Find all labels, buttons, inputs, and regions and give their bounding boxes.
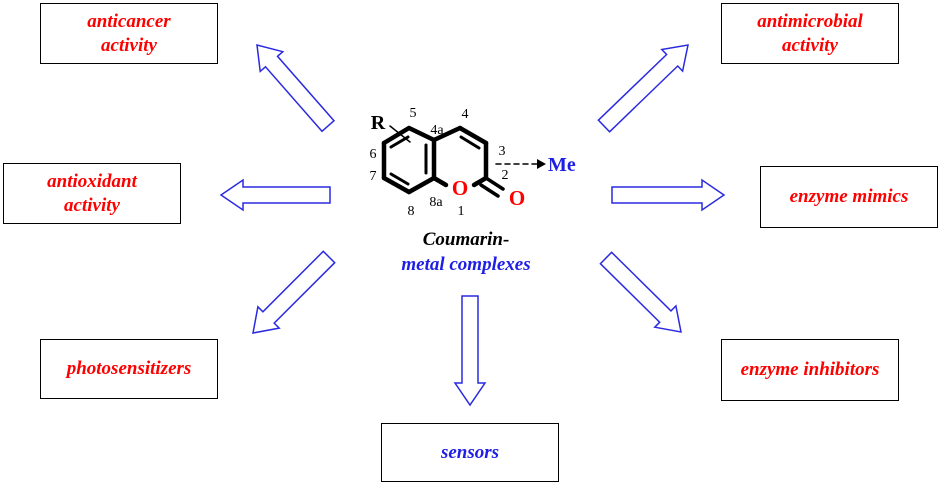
label-photosensitizers: photosensitizers	[66, 358, 192, 379]
bond-4-3	[457, 125, 489, 146]
pos-4a: 4a	[430, 123, 444, 138]
bond-4a-4	[431, 125, 463, 143]
label-enzyme-mimics: enzyme mimics	[789, 186, 909, 207]
box-anticancer: anticancer activity	[40, 3, 218, 64]
pos-4: 4	[462, 107, 469, 122]
box-photosensitizers: photosensitizers	[40, 339, 218, 399]
label-sensors: sensors	[440, 441, 500, 463]
label-antimicrobial: antimicrobial activity	[757, 10, 863, 56]
box-antimicrobial: antimicrobial activity	[721, 3, 899, 64]
caption-line1: Coumarin-	[423, 229, 510, 250]
pos-7: 7	[370, 169, 377, 184]
bond-r	[389, 125, 411, 143]
bond-carbonyl-1	[484, 176, 505, 191]
arrow-to-photosensitizers	[252, 250, 336, 334]
bond-5-6	[381, 125, 412, 146]
arrow-to-anticancer	[256, 43, 336, 133]
pos-2: 2	[502, 168, 509, 183]
bond-4a-5	[406, 125, 437, 143]
r-label: R	[371, 112, 386, 134]
label-enzyme-inhibitors: enzyme inhibitors	[740, 359, 880, 380]
box-enzyme-mimics: enzyme mimics	[760, 166, 938, 228]
methyl-arrow-head	[537, 159, 546, 169]
pos-1: 1	[458, 204, 465, 219]
box-antioxidant: antioxidant activity	[3, 163, 181, 224]
ring-oxygen: O	[452, 176, 468, 200]
pos-3: 3	[499, 144, 506, 159]
box-enzyme-inhibitors: enzyme inhibitors	[721, 339, 899, 401]
pos-8a: 8a	[429, 195, 443, 210]
bond-o1-8a	[431, 175, 449, 188]
pos-8: 8	[408, 204, 415, 219]
bond-inner-3-4	[459, 135, 481, 150]
bond-inner-7-8	[389, 172, 410, 186]
label-anticancer: anticancer activity	[87, 10, 171, 56]
bond-carbonyl-2	[479, 183, 500, 198]
carbonyl-oxygen: O	[509, 186, 525, 210]
caption-line2: metal complexes	[401, 254, 530, 275]
bond-7-8	[381, 175, 412, 195]
bond-8-8a	[406, 175, 437, 195]
box-sensors: sensors	[381, 423, 559, 482]
arrow-to-antioxidant	[219, 178, 331, 212]
label-antioxidant: antioxidant activity	[47, 170, 137, 216]
arrow-to-enzyme-mimics	[611, 178, 726, 212]
methyl-label: Me	[548, 154, 576, 176]
arrow-to-antimicrobial	[597, 44, 689, 133]
arrow-to-sensors	[453, 295, 487, 407]
bond-2-o1	[471, 175, 489, 188]
pos-6: 6	[370, 147, 377, 162]
pos-5: 5	[410, 106, 417, 121]
arrow-to-enzyme-inhibitors	[599, 251, 682, 333]
